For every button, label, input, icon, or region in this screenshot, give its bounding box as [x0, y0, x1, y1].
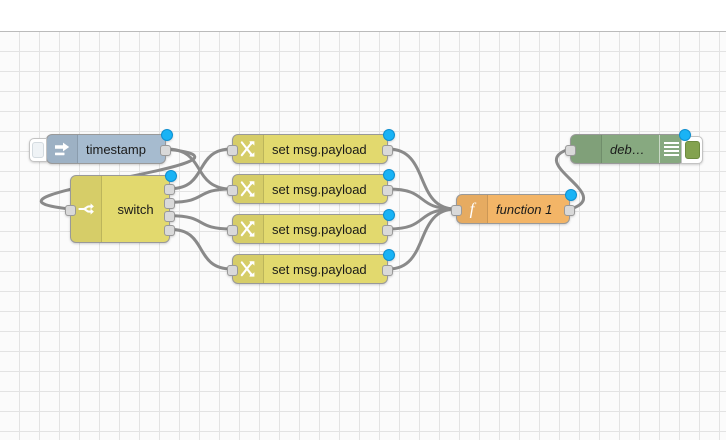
node-change-2[interactable]: set msg.payload — [227, 169, 395, 204]
input-port-change-3-0[interactable] — [227, 224, 238, 236]
input-port-change-4-0[interactable] — [227, 264, 238, 276]
status-dot-switch — [165, 170, 177, 182]
output-port-change-2-0[interactable] — [382, 184, 393, 196]
status-dot-debug-1 — [679, 129, 691, 141]
output-port-switch-0[interactable] — [164, 184, 175, 196]
node-inject-timestamp[interactable]: timestamp — [29, 129, 173, 164]
node-label-change-4: set msg.payload — [272, 261, 367, 277]
change-swap-icon — [233, 135, 264, 163]
node-switch[interactable]: switch — [65, 170, 177, 243]
inject-button-knob — [32, 142, 44, 158]
node-function-1[interactable]: f function 1 — [451, 189, 577, 224]
status-dot-change-3 — [383, 209, 395, 221]
output-port-switch-1[interactable] — [164, 197, 175, 209]
wire-change-1-to-function-1[interactable] — [387, 147, 457, 211]
change-swap-icon — [233, 175, 264, 203]
input-port-function-1-0[interactable] — [451, 204, 462, 216]
node-debug-1[interactable]: debug 1 — [565, 129, 703, 164]
output-port-switch-3[interactable] — [164, 224, 175, 236]
node-change-3[interactable]: set msg.payload — [227, 209, 395, 244]
node-label-change-2: set msg.payload — [272, 181, 367, 197]
wire-switch-to-change-4[interactable] — [169, 227, 233, 271]
input-port-debug-1-0[interactable] — [565, 144, 576, 156]
switch-icon — [71, 176, 102, 242]
wire-change-3-to-function-1[interactable] — [387, 207, 457, 231]
inject-trigger-button[interactable] — [29, 138, 47, 162]
change-swap-icon — [233, 255, 264, 283]
debug-button-knob — [684, 141, 700, 159]
input-port-change-1-0[interactable] — [227, 144, 238, 156]
svg-text:f: f — [470, 200, 477, 219]
wire-switch-to-change-2[interactable] — [169, 187, 233, 204]
wire-switch-to-change-1[interactable] — [169, 147, 233, 191]
wire-inject-timestamp-to-change-2[interactable] — [165, 147, 233, 191]
debug-lines-icon — [659, 135, 683, 163]
node-change-4[interactable]: set msg.payload — [227, 249, 395, 284]
node-label-function-1: function 1 — [496, 201, 553, 217]
output-port-switch-2[interactable] — [164, 211, 175, 223]
editor-header-strip — [0, 0, 726, 32]
node-change-1[interactable]: set msg.payload — [227, 129, 395, 164]
node-label-change-3: set msg.payload — [272, 221, 367, 237]
status-dot-change-4 — [383, 249, 395, 261]
status-dot-change-1 — [383, 129, 395, 141]
output-port-function-1-0[interactable] — [564, 204, 575, 216]
wire-switch-to-change-3[interactable] — [169, 214, 233, 231]
node-label-change-1: set msg.payload — [272, 141, 367, 157]
debug-toggle-button[interactable] — [681, 136, 703, 164]
input-port-change-2-0[interactable] — [227, 184, 238, 196]
inject-arrow-icon — [47, 135, 78, 163]
wire-change-2-to-function-1[interactable] — [387, 187, 457, 211]
function-f-icon: f — [457, 195, 488, 223]
status-dot-inject-timestamp — [161, 129, 173, 141]
input-port-switch-0[interactable] — [65, 204, 76, 216]
flow-canvas[interactable]: timestamp switch set msg.payload set msg.pa… — [0, 32, 726, 440]
change-swap-icon — [233, 215, 264, 243]
node-label-inject-timestamp: timestamp — [86, 141, 146, 157]
status-dot-change-2 — [383, 169, 395, 181]
node-label-switch: switch — [117, 201, 154, 217]
status-dot-function-1 — [565, 189, 577, 201]
debug-lines-icon — [571, 135, 602, 163]
output-port-change-4-0[interactable] — [382, 264, 393, 276]
output-port-change-1-0[interactable] — [382, 144, 393, 156]
output-port-inject-timestamp-0[interactable] — [160, 144, 171, 156]
node-label-debug-1: debug 1 — [610, 141, 657, 157]
wire-change-4-to-function-1[interactable] — [387, 207, 457, 271]
output-port-change-3-0[interactable] — [382, 224, 393, 236]
